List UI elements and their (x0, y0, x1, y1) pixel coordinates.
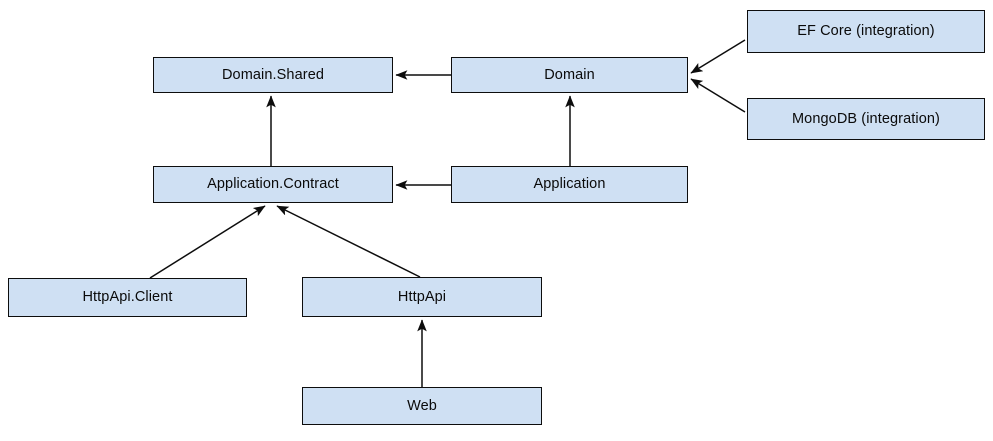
edge-httpapi-client-to-application-contract (149, 205, 266, 279)
node-label-application-contract: Application.Contract (207, 176, 339, 193)
node-label-domain: Domain (544, 66, 595, 83)
edge-ef-core-to-domain (690, 39, 746, 74)
node-label-httpapi-client: HttpApi.Client (82, 289, 173, 306)
node-web[interactable]: Web (302, 387, 542, 425)
edge-httpapi-to-application-contract (276, 205, 421, 278)
node-application[interactable]: Application (451, 166, 688, 203)
node-label-domain-shared: Domain.Shared (221, 66, 325, 83)
node-domain-shared[interactable]: Domain.Shared (153, 57, 393, 93)
node-label-web: Web (407, 397, 437, 414)
node-mongodb[interactable]: MongoDB (integration) (747, 98, 985, 140)
node-label-application: Application (533, 176, 606, 193)
node-application-contract[interactable]: Application.Contract (153, 166, 393, 203)
node-label-mongodb: MongoDB (integration) (792, 110, 940, 127)
edge-mongodb-to-domain (690, 78, 746, 113)
node-label-ef-core: EF Core (integration) (797, 23, 935, 40)
node-httpapi-client[interactable]: HttpApi.Client (8, 278, 247, 317)
node-domain[interactable]: Domain (451, 57, 688, 93)
node-ef-core[interactable]: EF Core (integration) (747, 10, 985, 53)
node-label-httpapi: HttpApi (397, 288, 447, 305)
node-httpapi[interactable]: HttpApi (302, 277, 542, 317)
